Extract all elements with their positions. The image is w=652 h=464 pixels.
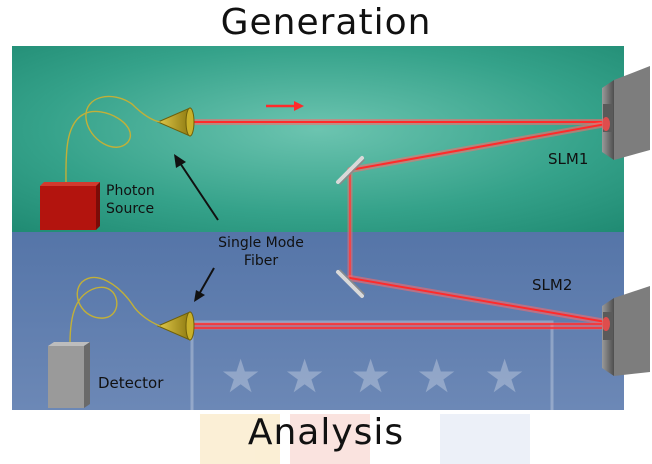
generation-title: Generation xyxy=(220,2,432,43)
analysis-title: Analysis xyxy=(247,412,405,453)
photon-source-label-line2: Source xyxy=(106,201,155,217)
fiber-bottom xyxy=(69,276,161,345)
mirror-upper xyxy=(336,156,365,185)
fiber-pointer-arrow-top xyxy=(174,154,219,221)
fiber-label-line1: Single Mode xyxy=(218,235,304,251)
svg-text:★: ★ xyxy=(350,349,391,403)
svg-text:★: ★ xyxy=(484,349,525,403)
svg-text:★: ★ xyxy=(220,349,261,403)
slm1-device xyxy=(602,66,650,160)
watermark-lower xyxy=(200,414,530,464)
photon-source-label: Photon Source xyxy=(106,182,155,218)
slm1-label: SLM1 xyxy=(548,150,589,168)
watermark: ★ ★ ★ ★ ★ xyxy=(190,320,554,414)
fiber-top xyxy=(65,95,161,185)
laser-beams xyxy=(184,119,610,330)
svg-text:★: ★ xyxy=(284,349,325,403)
fiber-coupler-top-icon xyxy=(156,107,195,137)
mirror-lower xyxy=(336,269,365,298)
svg-text:★: ★ xyxy=(416,349,457,403)
fiber-pointer-arrow-bottom xyxy=(194,267,215,302)
beam-direction-arrow xyxy=(266,101,304,111)
analysis-panel xyxy=(12,232,624,410)
fiber-label-line2: Fiber xyxy=(243,253,279,269)
photon-source-label-line1: Photon xyxy=(106,183,155,199)
fiber-label: Single Mode Fiber xyxy=(204,234,318,270)
fiber-coupler-bottom-icon xyxy=(156,311,195,341)
detector-label: Detector xyxy=(98,374,164,392)
detector-box xyxy=(48,342,90,408)
photon-source-box xyxy=(40,182,100,230)
slm2-label: SLM2 xyxy=(532,276,573,294)
slm2-device xyxy=(602,286,650,376)
